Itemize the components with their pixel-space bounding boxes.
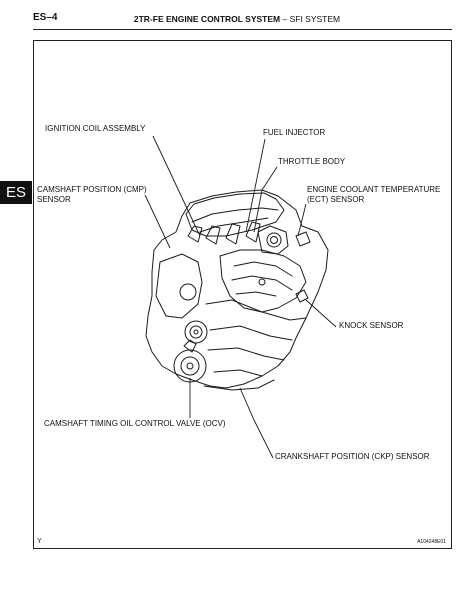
label-ocv: CAMSHAFT TIMING OIL CONTROL VALVE (OCV): [44, 419, 226, 428]
label-fuel-injector: FUEL INJECTOR: [263, 128, 326, 137]
label-ect-line1: ENGINE COOLANT TEMPERATURE: [307, 185, 441, 194]
label-cmp-sensor: CAMSHAFT POSITION (CMP) SENSOR: [37, 185, 147, 205]
label-cmp-line2: SENSOR: [37, 195, 71, 204]
figure-code: A104248E01: [417, 539, 446, 545]
label-ignition-coil-assembly: IGNITION COIL ASSEMBLY: [45, 124, 146, 133]
label-ckp-sensor: CRANKSHAFT POSITION (CKP) SENSOR: [275, 452, 430, 461]
es-side-tab: ES: [0, 181, 32, 204]
page-header-title: 2TR-FE ENGINE CONTROL SYSTEM – SFI SYSTE…: [0, 14, 474, 24]
header-title-section: SFI SYSTEM: [289, 14, 341, 24]
corner-mark: Y: [37, 538, 42, 545]
label-cmp-line1: CAMSHAFT POSITION (CMP): [37, 185, 147, 194]
header-rule: [33, 29, 452, 30]
label-ect-sensor: ENGINE COOLANT TEMPERATURE (ECT) SENSOR: [307, 185, 440, 205]
figure-frame: [33, 40, 452, 549]
page-id: ES–4: [33, 12, 58, 23]
header-title-bold: 2TR-FE ENGINE CONTROL SYSTEM: [133, 14, 281, 24]
label-throttle-body: THROTTLE BODY: [278, 157, 346, 166]
label-ect-line2: (ECT) SENSOR: [307, 195, 365, 204]
label-knock-sensor: KNOCK SENSOR: [339, 321, 404, 330]
header-title-separator: –: [280, 14, 290, 24]
